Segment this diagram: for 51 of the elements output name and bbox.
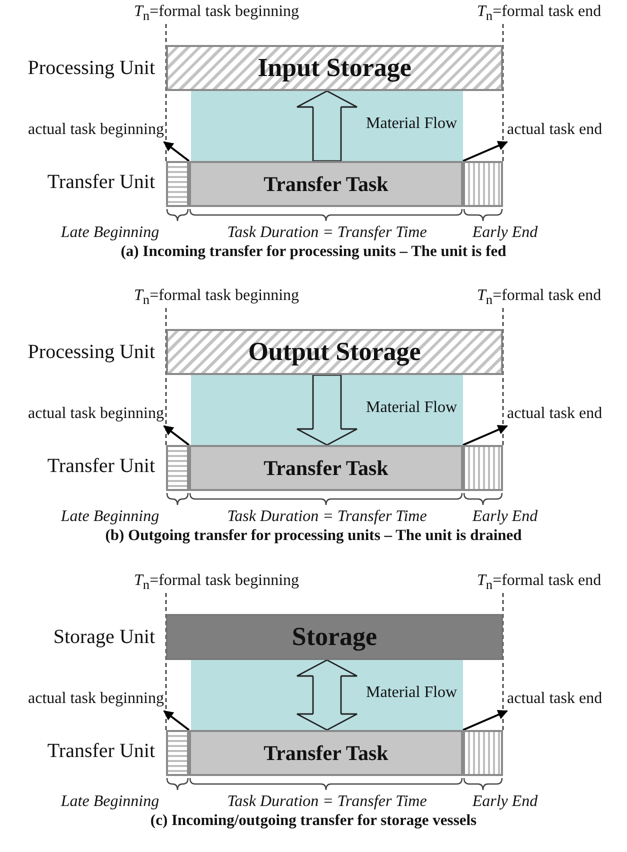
duration-label: Late Beginning	[60, 793, 160, 811]
time-marker-label: T$_{n}$=formal task end	[477, 4, 625, 24]
panel-caption: (a) Incoming transfer for processing units – The unit is fed	[120, 243, 508, 261]
node-label: Input Storage	[258, 53, 412, 83]
node-label: Output Storage	[248, 337, 421, 367]
row-label: Processing Unit	[26, 341, 155, 364]
task-bar	[189, 730, 463, 776]
dashed-guide-line	[502, 308, 504, 446]
block-arrow	[296, 659, 358, 731]
time-marker-label: T$_{n}$=formal task end	[477, 288, 625, 308]
node-label: Storage	[292, 622, 378, 652]
early-end-box	[463, 445, 503, 491]
leader-arrow	[462, 140, 508, 162]
duration-label: Early End	[472, 224, 538, 242]
duration-label: Early End	[472, 508, 538, 526]
task-bar	[189, 161, 463, 207]
leader-arrow	[462, 424, 508, 446]
leader-arrow	[462, 710, 508, 731]
dashed-guide-line	[502, 592, 504, 730]
duration-label: Early End	[472, 793, 538, 811]
row-label: Storage Unit	[52, 626, 155, 649]
hatched-storage-bar	[166, 329, 503, 375]
row-label: Transfer Unit	[46, 455, 155, 478]
row-label: Processing Unit	[26, 57, 155, 80]
early-end-box	[463, 730, 503, 776]
time-marker-label: T$_{n}$=formal task beginning	[134, 4, 324, 24]
duration-label: Task Duration = Transfer Time	[227, 793, 427, 811]
dashed-guide-line	[502, 24, 504, 162]
late-beginning-box	[166, 730, 189, 776]
time-marker-label: T$_{n}$=formal task end	[477, 573, 625, 593]
duration-label: Task Duration = Transfer Time	[227, 224, 427, 242]
duration-label: Late Beginning	[60, 508, 160, 526]
early-end-box	[463, 161, 503, 207]
node-label: Transfer Task	[264, 172, 388, 196]
block-arrow	[296, 90, 358, 162]
panel-caption: (c) Incoming/outgoing transfer for storage vessels	[149, 812, 478, 830]
node-label: Transfer Task	[264, 456, 388, 480]
hatched-storage-bar	[166, 45, 503, 91]
late-beginning-box	[166, 445, 189, 491]
task-bar	[189, 445, 463, 491]
panel-caption: (b) Outgoing transfer for processing units – The unit is drained	[104, 527, 523, 545]
block-arrow	[296, 374, 358, 446]
row-label: Transfer Unit	[46, 171, 155, 194]
duration-label: Late Beginning	[60, 224, 160, 242]
time-marker-label: T$_{n}$=formal task beginning	[134, 288, 324, 308]
storage-bar	[166, 614, 503, 660]
time-marker-label: T$_{n}$=formal task beginning	[134, 573, 324, 593]
row-label: Transfer Unit	[46, 740, 155, 763]
duration-label: Task Duration = Transfer Time	[227, 508, 427, 526]
late-beginning-box	[166, 161, 189, 207]
node-label: Transfer Task	[264, 740, 388, 766]
